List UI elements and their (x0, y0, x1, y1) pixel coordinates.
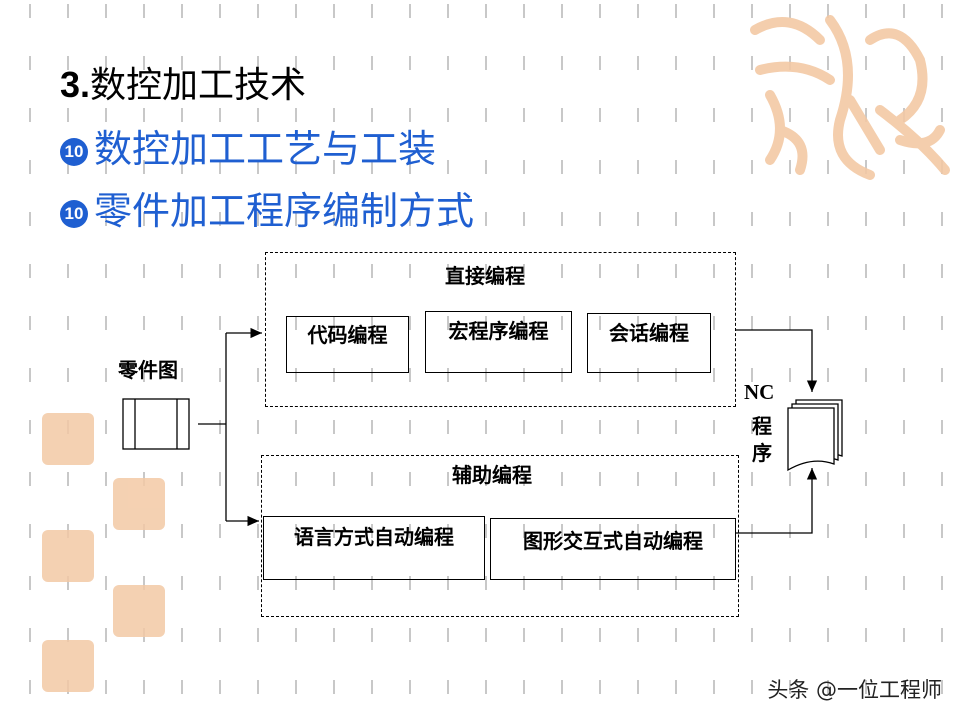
conversational-programming-box: 会话编程 (587, 313, 711, 373)
code-programming-box: 代码编程 (286, 316, 409, 373)
graphic-auto-programming-box: 图形交互式自动编程 (490, 518, 736, 580)
macro-programming-box: 宏程序编程 (425, 311, 572, 373)
aux-group-label: 辅助编程 (452, 463, 532, 487)
nc-label: NC (744, 380, 775, 404)
program-label-line1: 程 (752, 414, 772, 438)
direct-programming-group (265, 252, 736, 407)
language-auto-programming-box: 语言方式自动编程 (263, 516, 485, 580)
part-drawing-label: 零件图 (118, 358, 178, 382)
nc-document-icon (787, 399, 843, 472)
aux-programming-group (261, 455, 739, 617)
program-label-line2: 序 (752, 441, 772, 465)
direct-group-label: 直接编程 (445, 264, 525, 288)
part-drawing-icon (122, 398, 190, 450)
watermark: 头条 @一位工程师 (767, 678, 942, 702)
bullet-marker-icon: 10 (60, 138, 88, 166)
page-title: 3.数控加工技术 (60, 64, 307, 106)
bullet-marker-icon: 10 (60, 200, 88, 228)
